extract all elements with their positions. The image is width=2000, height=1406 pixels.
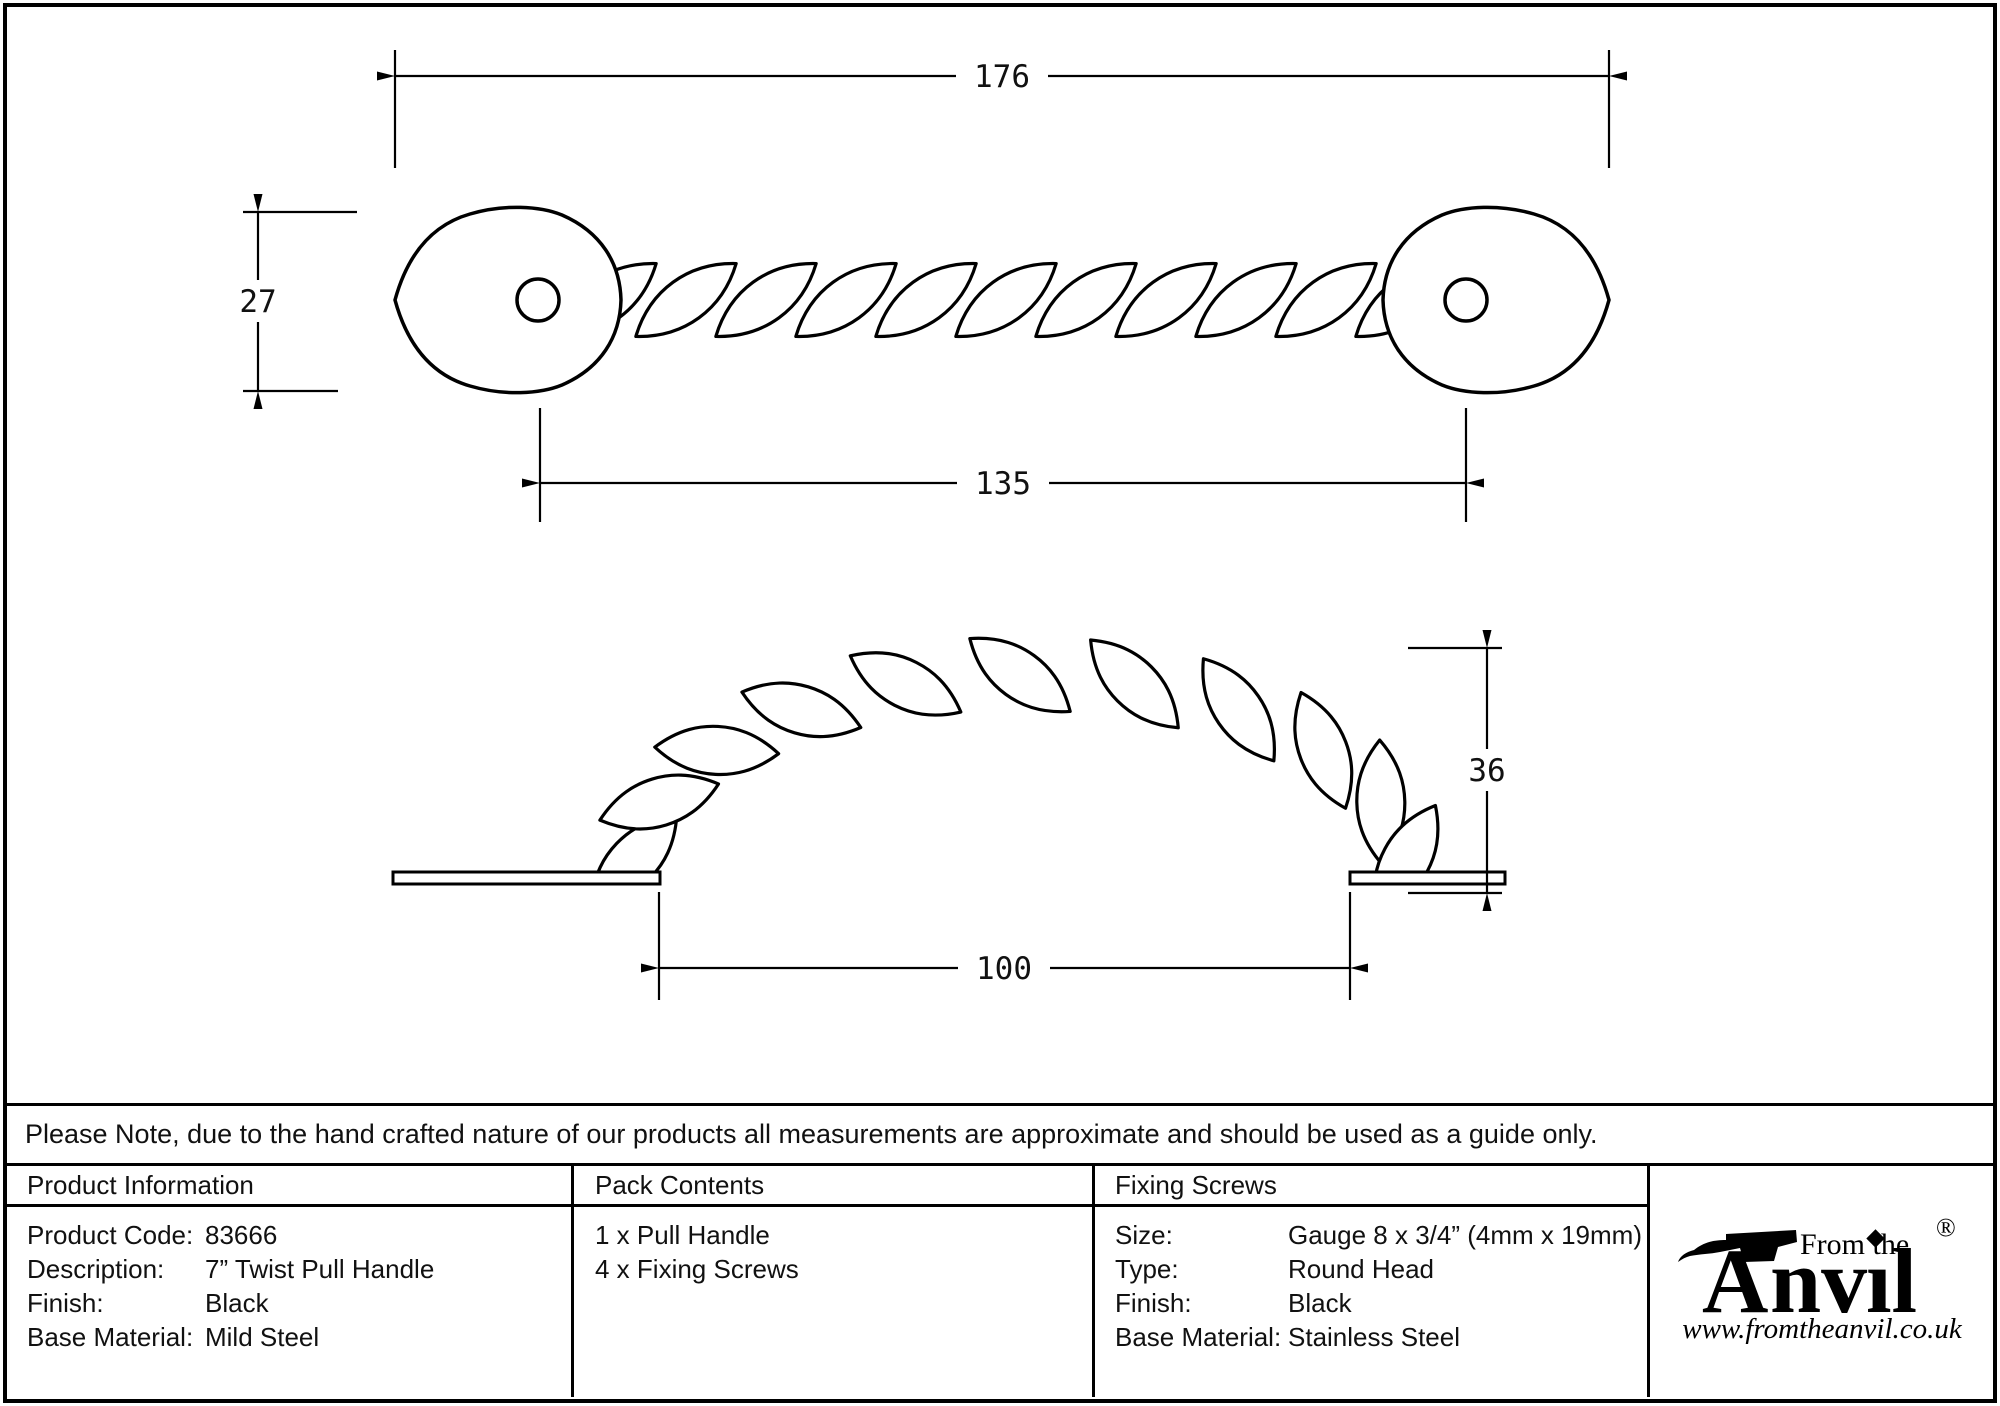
row-label: Base Material: bbox=[27, 1322, 194, 1352]
right-screw-hole bbox=[1443, 277, 1489, 323]
row-value: 7” Twist Pull Handle bbox=[205, 1254, 435, 1284]
brand-logo: A nv ıl From the ® www.fromtheanvil.co.u… bbox=[1678, 1213, 1963, 1345]
table-row: Product Code: 83666 bbox=[27, 1218, 434, 1252]
product-information-header: Product Information bbox=[27, 1170, 254, 1200]
column-divider bbox=[1092, 1163, 1095, 1397]
dim-inner-span: 100 bbox=[976, 951, 1032, 987]
rope-strand bbox=[1372, 803, 1440, 884]
row-value: Black bbox=[1288, 1288, 1352, 1318]
anvil-icon bbox=[1678, 1230, 1797, 1262]
table-row: Finish: Black bbox=[1115, 1286, 1642, 1320]
note-row-top-border bbox=[7, 1103, 1993, 1106]
row-label: Base Material: bbox=[1115, 1322, 1282, 1352]
fixing-screws-cell: Size: Gauge 8 x 3/4” (4mm x 19mm) Type: … bbox=[1115, 1218, 1642, 1354]
left-end-plate bbox=[393, 205, 623, 395]
dim-projection: 36 bbox=[1468, 753, 1505, 789]
pack-item: 4 x Fixing Screws bbox=[595, 1254, 799, 1284]
logo-name-il: ıl bbox=[1866, 1230, 1917, 1332]
dim-plate-width: 27 bbox=[239, 284, 276, 320]
diamond-tittle-icon bbox=[1866, 1229, 1885, 1248]
table-row: Type: Round Head bbox=[1115, 1252, 1642, 1286]
list-item: 4 x Fixing Screws bbox=[595, 1252, 799, 1286]
dimension-labels: 176 27 135 36 100 bbox=[232, 56, 1515, 988]
table-row: Size: Gauge 8 x 3/4” (4mm x 19mm) bbox=[1115, 1218, 1642, 1252]
measurement-note: Please Note, due to the hand crafted nat… bbox=[25, 1119, 1598, 1149]
twist-shaft-top-view bbox=[554, 261, 1458, 339]
rope-strand bbox=[954, 261, 1058, 339]
table-row: Base Material: Mild Steel bbox=[27, 1320, 434, 1354]
rope-strand bbox=[714, 261, 818, 339]
rope-strand bbox=[598, 773, 721, 831]
rope-strand bbox=[1293, 690, 1354, 810]
right-end-plate bbox=[1381, 205, 1611, 395]
right-base-plate bbox=[1348, 870, 1507, 886]
pack-contents-cell: 1 x Pull Handle 4 x Fixing Screws bbox=[595, 1218, 799, 1286]
end-plates-top-view bbox=[393, 205, 1611, 395]
row-label: Product Code: bbox=[27, 1220, 194, 1250]
rope-strand bbox=[968, 636, 1072, 714]
row-label: Size: bbox=[1115, 1220, 1173, 1250]
table-row: Description: 7” Twist Pull Handle bbox=[27, 1252, 434, 1286]
rope-strand bbox=[1274, 261, 1378, 339]
brand-url: www.fromtheanvil.co.uk bbox=[1682, 1313, 1963, 1345]
dim-fixing-centres: 135 bbox=[975, 466, 1031, 502]
column-divider bbox=[1647, 1163, 1650, 1397]
technical-drawing: 176 27 135 36 100 bbox=[232, 50, 1627, 1000]
rope-strand bbox=[1201, 657, 1276, 763]
rope-strand bbox=[1114, 261, 1218, 339]
row-value: Stainless Steel bbox=[1288, 1322, 1460, 1352]
table-row: Base Material: Stainless Steel bbox=[1115, 1320, 1642, 1354]
logo-name-nv: nv bbox=[1770, 1230, 1867, 1332]
row-value: Black bbox=[205, 1288, 269, 1318]
left-base-plate bbox=[391, 870, 662, 886]
rope-strand bbox=[874, 261, 978, 339]
rope-strand bbox=[848, 651, 963, 717]
pack-contents-header: Pack Contents bbox=[595, 1170, 765, 1200]
list-item: 1 x Pull Handle bbox=[595, 1218, 799, 1252]
twist-arch-side-view bbox=[589, 636, 1440, 884]
base-plates-side-view bbox=[391, 870, 1507, 886]
dim-overall-length: 176 bbox=[974, 59, 1030, 95]
table-top-border bbox=[7, 1163, 1993, 1166]
rope-strand bbox=[794, 261, 898, 339]
row-label: Finish: bbox=[27, 1288, 104, 1318]
row-label: Finish: bbox=[1115, 1288, 1192, 1318]
row-value: 83666 bbox=[205, 1220, 278, 1250]
row-value: Round Head bbox=[1288, 1254, 1434, 1284]
rope-strand bbox=[1089, 638, 1180, 730]
registered-trademark-icon: ® bbox=[1936, 1213, 1956, 1242]
row-label: Type: bbox=[1115, 1254, 1179, 1284]
table-header-bottom-border bbox=[7, 1204, 1649, 1207]
rope-strand bbox=[634, 261, 738, 339]
left-screw-hole bbox=[515, 277, 561, 323]
rope-strand bbox=[1034, 261, 1138, 339]
product-information-cell: Product Code: 83666 Description: 7” Twis… bbox=[27, 1218, 434, 1354]
row-value: Mild Steel bbox=[205, 1322, 320, 1352]
fixing-screws-header: Fixing Screws bbox=[1115, 1170, 1277, 1200]
rope-strand bbox=[740, 681, 863, 739]
row-value: Gauge 8 x 3/4” (4mm x 19mm) bbox=[1288, 1220, 1642, 1250]
rope-strand bbox=[1194, 261, 1298, 339]
column-divider bbox=[571, 1163, 574, 1397]
logo-from-the: From the bbox=[1800, 1228, 1909, 1261]
row-label: Description: bbox=[27, 1254, 165, 1284]
pack-item: 1 x Pull Handle bbox=[595, 1220, 770, 1250]
rope-strand bbox=[653, 724, 781, 777]
table-row: Finish: Black bbox=[27, 1286, 434, 1320]
